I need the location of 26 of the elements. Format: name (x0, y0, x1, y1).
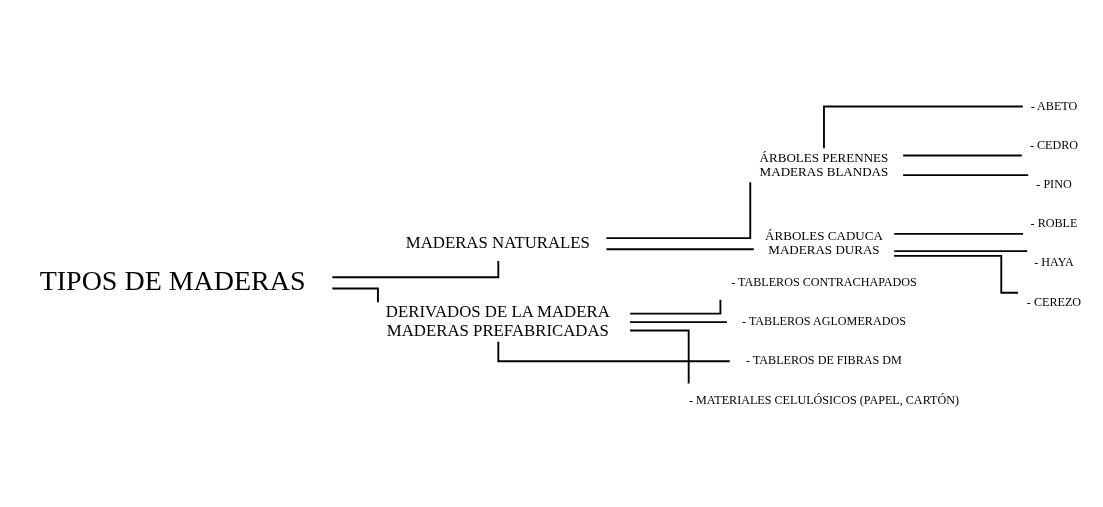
node-text: - MATERIALES CELULÓSICOS (PAPEL, CARTÓN) (688, 392, 959, 407)
node-text: - CEREZO (1026, 294, 1082, 309)
node-text: - PINO (1036, 177, 1072, 192)
node-text: - CEDRO (1029, 137, 1079, 152)
connector (823, 105, 1024, 150)
connector (497, 340, 731, 363)
node-text: ÁRBOLES CADUCA MADERAS DURAS (765, 228, 883, 258)
connector (902, 174, 1030, 177)
node-text: - TABLEROS CONTRACHAPADOS (731, 275, 917, 290)
connector (629, 298, 722, 315)
node-text: - ROBLE (1030, 216, 1078, 231)
node-text: - HAYA (1034, 255, 1074, 270)
node-text: ÁRBOLES PERENNES MADERAS BLANDAS (759, 149, 889, 179)
connector (893, 232, 1025, 235)
connector (629, 321, 728, 324)
node-text: - TABLEROS DE FIBRAS DM (746, 353, 902, 368)
node-text: DERIVADOS DE LA MADERA MADERAS PREFABRICADAS (385, 301, 610, 340)
connector (605, 181, 752, 240)
node-text: - ABETO (1030, 98, 1078, 113)
connector (605, 248, 755, 251)
node-text: MADERAS NATURALES (405, 232, 590, 252)
connector (902, 154, 1023, 157)
node-text: - TABLEROS AGLOMERADOS (742, 314, 906, 329)
node-text: TIPOS DE MADERAS (39, 264, 306, 296)
connector (629, 329, 690, 385)
connector (893, 250, 1029, 253)
